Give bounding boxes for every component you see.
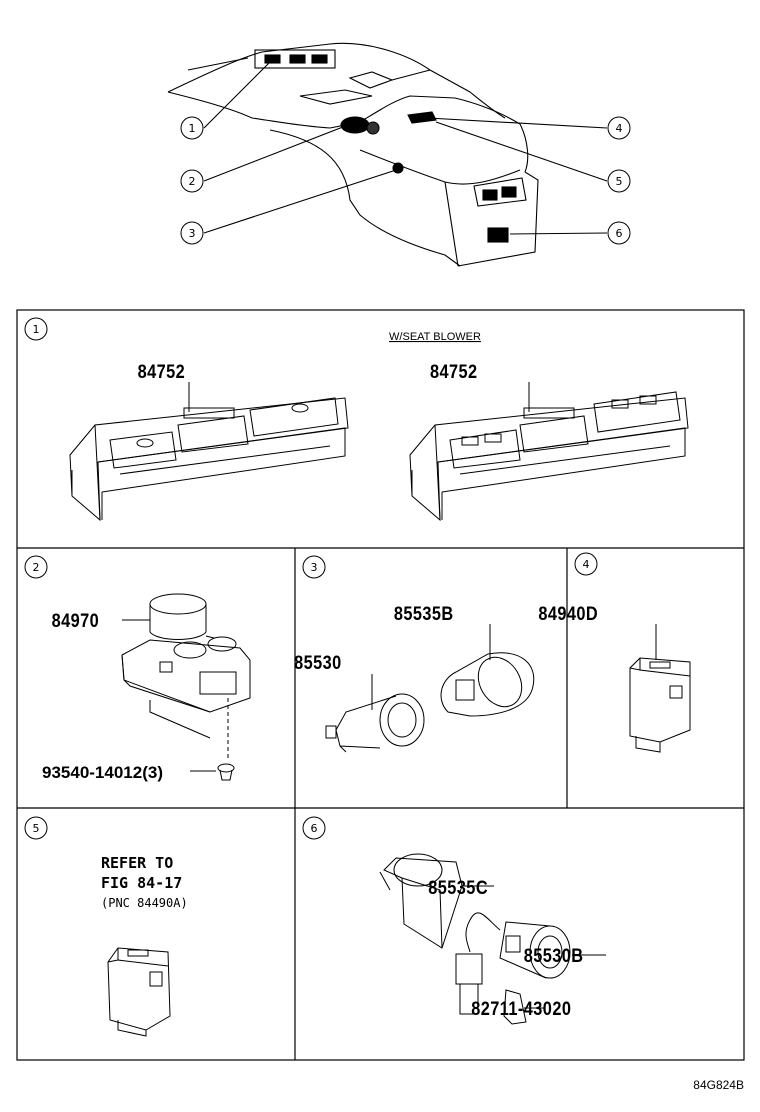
socket-85530b: [499, 921, 571, 979]
switch-assembly-left: [69, 397, 349, 522]
refer-note-line1: REFER TO: [101, 854, 173, 872]
svg-text:1: 1: [189, 122, 196, 135]
panel-1: 1 W/SEAT BLOWER 84752 84752: [24, 317, 689, 522]
overview-callout-4: 4: [607, 116, 631, 140]
panel-3-number: 3: [311, 561, 318, 574]
svg-text:4: 4: [616, 122, 623, 135]
seat-heater-switch: [121, 593, 251, 739]
panel-1-number: 1: [33, 323, 40, 336]
outlet-cover: [440, 652, 535, 717]
svg-text:3: 3: [189, 227, 196, 240]
fuse-82711: [503, 989, 527, 1025]
console-overview: [167, 42, 608, 267]
wire-harness: [455, 912, 501, 1015]
refer-note-line2: FIG 84-17: [101, 874, 182, 892]
panel-6-number: 6: [311, 822, 318, 835]
overview-callout-1: 1: [180, 116, 204, 140]
screw-icon: [217, 763, 235, 781]
panel-grid: [16, 309, 745, 1061]
diagram-code: 84G824B: [693, 1078, 744, 1092]
seat-blower-switch: [629, 657, 691, 753]
panel-4-number: 4: [583, 558, 590, 571]
power-outlet-socket: [325, 693, 425, 753]
socket-cover-85535c: [379, 853, 463, 949]
panel-2-number: 2: [33, 561, 40, 574]
svg-text:6: 6: [616, 227, 623, 240]
panel-2: 2 84970 93540-14012(3): [24, 555, 251, 782]
part-85535c-label: 85535C: [428, 877, 488, 898]
overview-callout-6: 6: [607, 221, 631, 245]
overview-callout-2: 2: [180, 169, 204, 193]
part-84940d-label: 84940D: [538, 603, 598, 624]
part-85530-label: 85530: [294, 652, 342, 673]
svg-text:5: 5: [616, 175, 623, 188]
part-84752-left-label: 84752: [138, 361, 186, 382]
part-82711-label: 82711-43020: [471, 998, 571, 1019]
svg-text:2: 2: [189, 175, 196, 188]
switch-5: [107, 947, 171, 1037]
part-84752-right-label: 84752: [430, 361, 478, 382]
part-85530b-label: 85530B: [524, 945, 584, 966]
panel-4: 4 84940D: [538, 552, 691, 753]
panel-1-caption: W/SEAT BLOWER: [389, 331, 481, 343]
overview-callout-5: 5: [607, 169, 631, 193]
panel-5-number: 5: [33, 822, 40, 835]
part-84970-label: 84970: [52, 610, 100, 631]
refer-note-line3: (PNC 84490A): [101, 896, 188, 910]
overview-callout-3: 3: [180, 221, 204, 245]
panel-3: 3 85530 85535B: [294, 555, 535, 753]
part-85535b-label: 85535B: [394, 603, 454, 624]
switch-assembly-right: [409, 391, 689, 522]
part-93540-label: 93540-14012(3): [42, 763, 163, 782]
panel-5: 5 REFER TO FIG 84-17 (PNC 84490A): [24, 816, 188, 1037]
panel-6: 6 85535C 85530B 82711-43020: [302, 816, 606, 1025]
